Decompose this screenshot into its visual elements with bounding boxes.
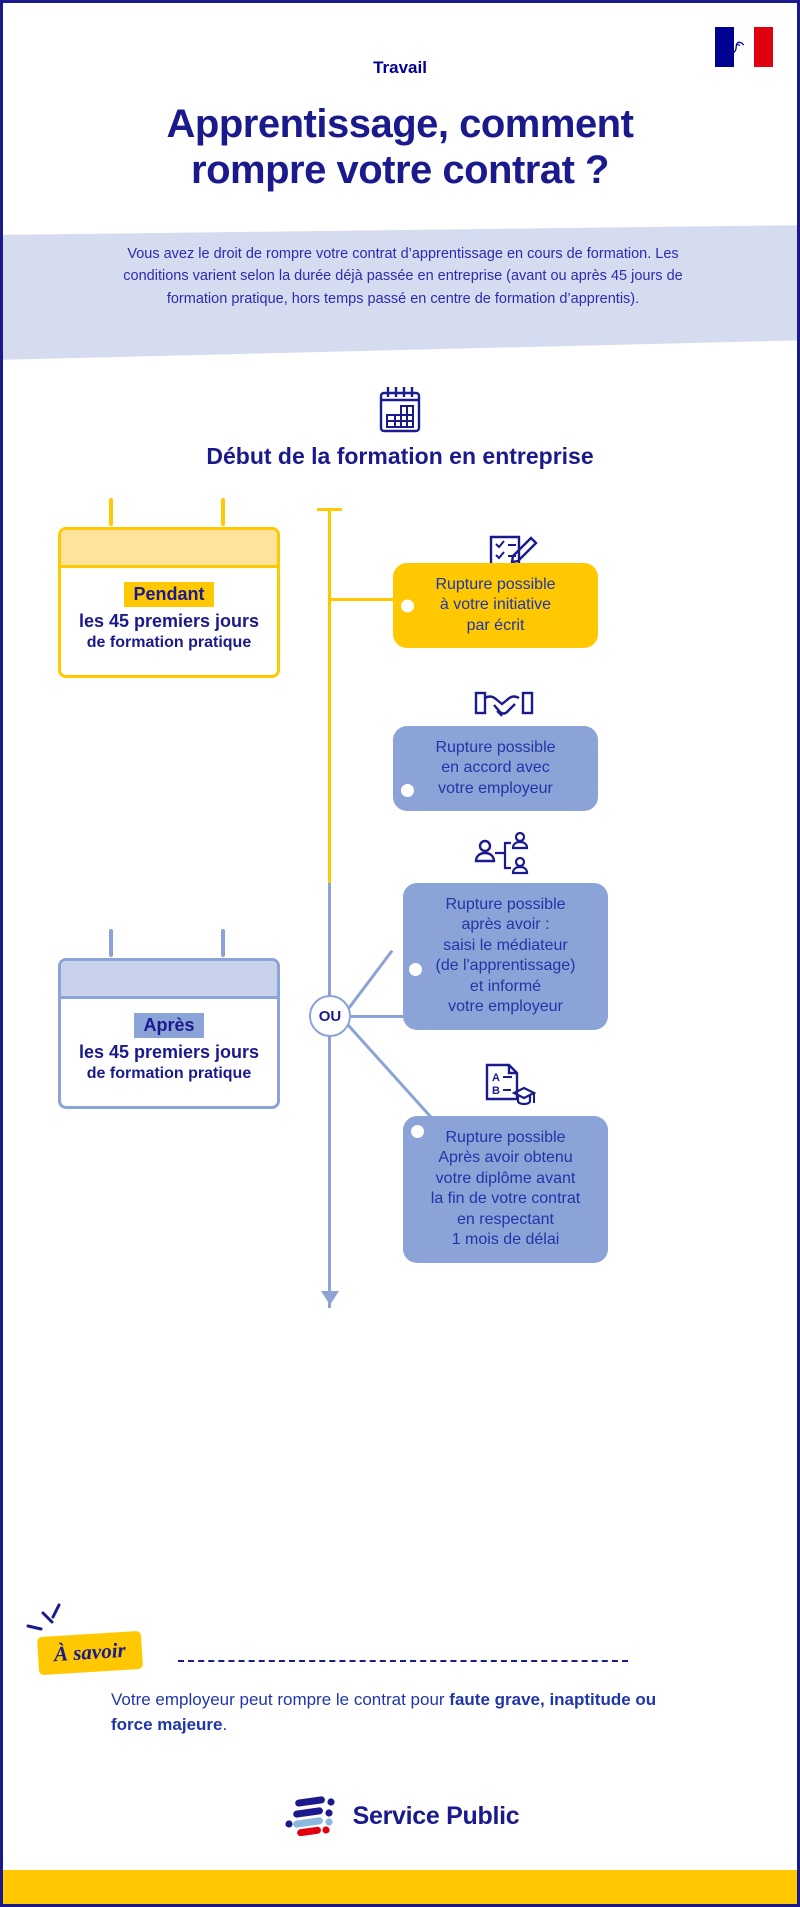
junction-ou: OU [309,995,351,1037]
bubble-anchor-dot [409,963,422,976]
outcome-line-3: saisi le médiateur [443,936,568,954]
outcome-line-1: Rupture possible [445,896,566,913]
calendar-header-band [61,530,277,568]
connector-pendant-to-outcome1 [330,598,398,601]
brand-name: Service Public [352,1801,520,1830]
svg-text:A: A [492,1072,500,1084]
outcome-bubble-accord-employeur: Rupture possible en accord avec votre em… [393,726,598,812]
page-title: Apprentissage, comment rompre votre cont… [43,101,757,193]
ring-right [221,929,225,957]
marianne-icon [733,41,745,54]
mediation-people-icon [473,829,533,884]
flag-white-band [733,27,754,67]
outcome-bubble-mediateur: Rupture possible après avoir : saisi le … [403,883,608,1030]
outcome-line-2: en accord avec [441,759,550,777]
diploma-document-icon: A B [481,1061,537,1118]
period-card-body: Après les 45 premiers jours de formation… [61,999,277,1106]
dashed-divider [178,1660,628,1662]
service-public-logo-icon [285,1796,335,1837]
outcome-line-4: (de l'apprentissage) [435,957,576,975]
note-text-before: Votre employeur peut rompre le contrat p… [111,1690,450,1709]
outcome-line-1: Rupture possible [445,1129,566,1146]
outcome-line-5: et informé [469,977,542,995]
outcome-line-2: Après avoir obtenu [438,1149,573,1167]
outcome-line-3: par écrit [466,616,525,634]
period-line2: de formation pratique [86,1064,252,1082]
page-title-line2: rompre votre contrat ? [191,148,609,192]
outcome-line-1: Rupture possible [435,739,556,756]
note-text-after: . [222,1714,228,1734]
period-chip-pendant: Pendant [124,582,214,607]
connector-ou-to-outcome4 [342,1019,433,1119]
timeline-spine-blue [328,883,331,1308]
outcome-line-2: après avoir : [461,916,550,934]
period-card-body: Pendant les 45 premiers jours de formati… [61,568,277,675]
period-line1: les 45 premiers jours [78,1042,260,1062]
calendar-rings-apres [61,929,277,961]
outcome-line-3: votre employeur [438,779,553,797]
outcome-line-6: 1 mois de délai [451,1231,560,1249]
bubble-anchor-dot [401,784,414,798]
intro-paragraph: Vous avez le droit de rompre votre contr… [123,246,683,307]
outcome-bubble-diplome: Rupture possible Après avoir obtenu votr… [403,1116,608,1263]
outcome-line-1: Rupture possible [435,576,556,593]
ring-right [221,498,225,526]
outcome-bubble-initiative: Rupture possible à votre initiative par … [393,563,598,649]
intro-band [3,225,797,360]
timeline-arrow-icon [321,1291,339,1305]
page-title-line1: Apprentissage, comment [166,102,634,146]
ring-left [109,929,113,957]
period-line1: les 45 premiers jours [78,611,260,631]
period-line2: de formation pratique [86,633,252,651]
a-savoir-text: Votre employeur peut rompre le contrat p… [111,1688,671,1737]
sparkle-icon [25,1601,75,1646]
bubble-anchor-dot [411,1125,424,1138]
category-label: Travail [373,58,427,77]
outcome-line-3: votre diplôme avant [435,1169,576,1187]
svg-text:B: B [492,1085,500,1097]
period-card-apres: Après les 45 premiers jours de formation… [58,929,280,1110]
outcome-line-2: à votre initiative [439,596,552,614]
ring-left [109,498,113,526]
french-flag-icon [715,27,773,67]
period-card-pendant: Pendant les 45 premiers jours de formati… [58,498,280,679]
note-text-bold: faute grave, inaptitude ou force majeure [111,1690,657,1734]
a-savoir-badge: À savoir [36,1630,143,1676]
handshake-icon [473,685,535,732]
section-heading: Début de la formation en entreprise [206,443,594,469]
outcome-line-4: la fin de votre contrat [430,1190,581,1208]
period-chip-apres: Après [134,1013,204,1038]
calendar-header-band [61,961,277,999]
calendar-icon [377,385,423,440]
bubble-anchor-dot [401,599,414,613]
outcome-line-5: en respectant [457,1210,554,1228]
calendar-rings-pendant [61,498,277,530]
connector-ou-to-outcome3 [347,1015,411,1018]
brand-footer: Service Public [3,1793,797,1839]
connector-ou-to-outcome2 [342,949,394,1016]
flag-blue-band [715,27,735,67]
bottom-accent-bar [3,1870,797,1904]
outcome-line-6: votre employeur [448,998,563,1016]
flag-red-band [753,27,773,67]
timeline-start-cap [317,508,342,511]
